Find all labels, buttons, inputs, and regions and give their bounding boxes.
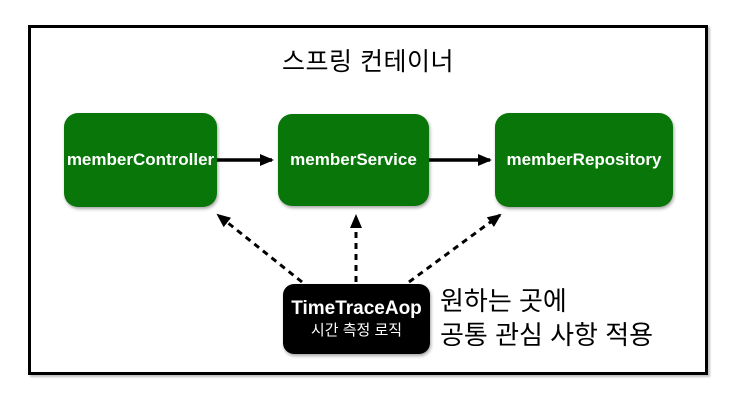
- node-member-controller-label: memberController: [66, 150, 215, 169]
- aop-box: TimeTraceAop 시간 측정 로직: [283, 284, 430, 354]
- node-member-repository: memberRepository: [495, 113, 673, 207]
- aop-box-title: TimeTraceAop: [291, 298, 422, 319]
- node-member-repository-label: memberRepository: [506, 150, 662, 169]
- container-title: 스프링 컨테이너: [282, 48, 454, 76]
- annotation-line-2: 공통 관심 사항 적용: [440, 320, 654, 350]
- node-member-controller: memberController: [64, 113, 217, 207]
- annotation: 원하는 곳에 공통 관심 사항 적용: [440, 284, 653, 352]
- aop-box-subtitle: 시간 측정 로직: [310, 322, 403, 339]
- annotation-line-1: 원하는 곳에: [440, 286, 567, 316]
- node-member-service: memberService: [278, 114, 429, 206]
- node-member-service-label: memberService: [290, 150, 417, 169]
